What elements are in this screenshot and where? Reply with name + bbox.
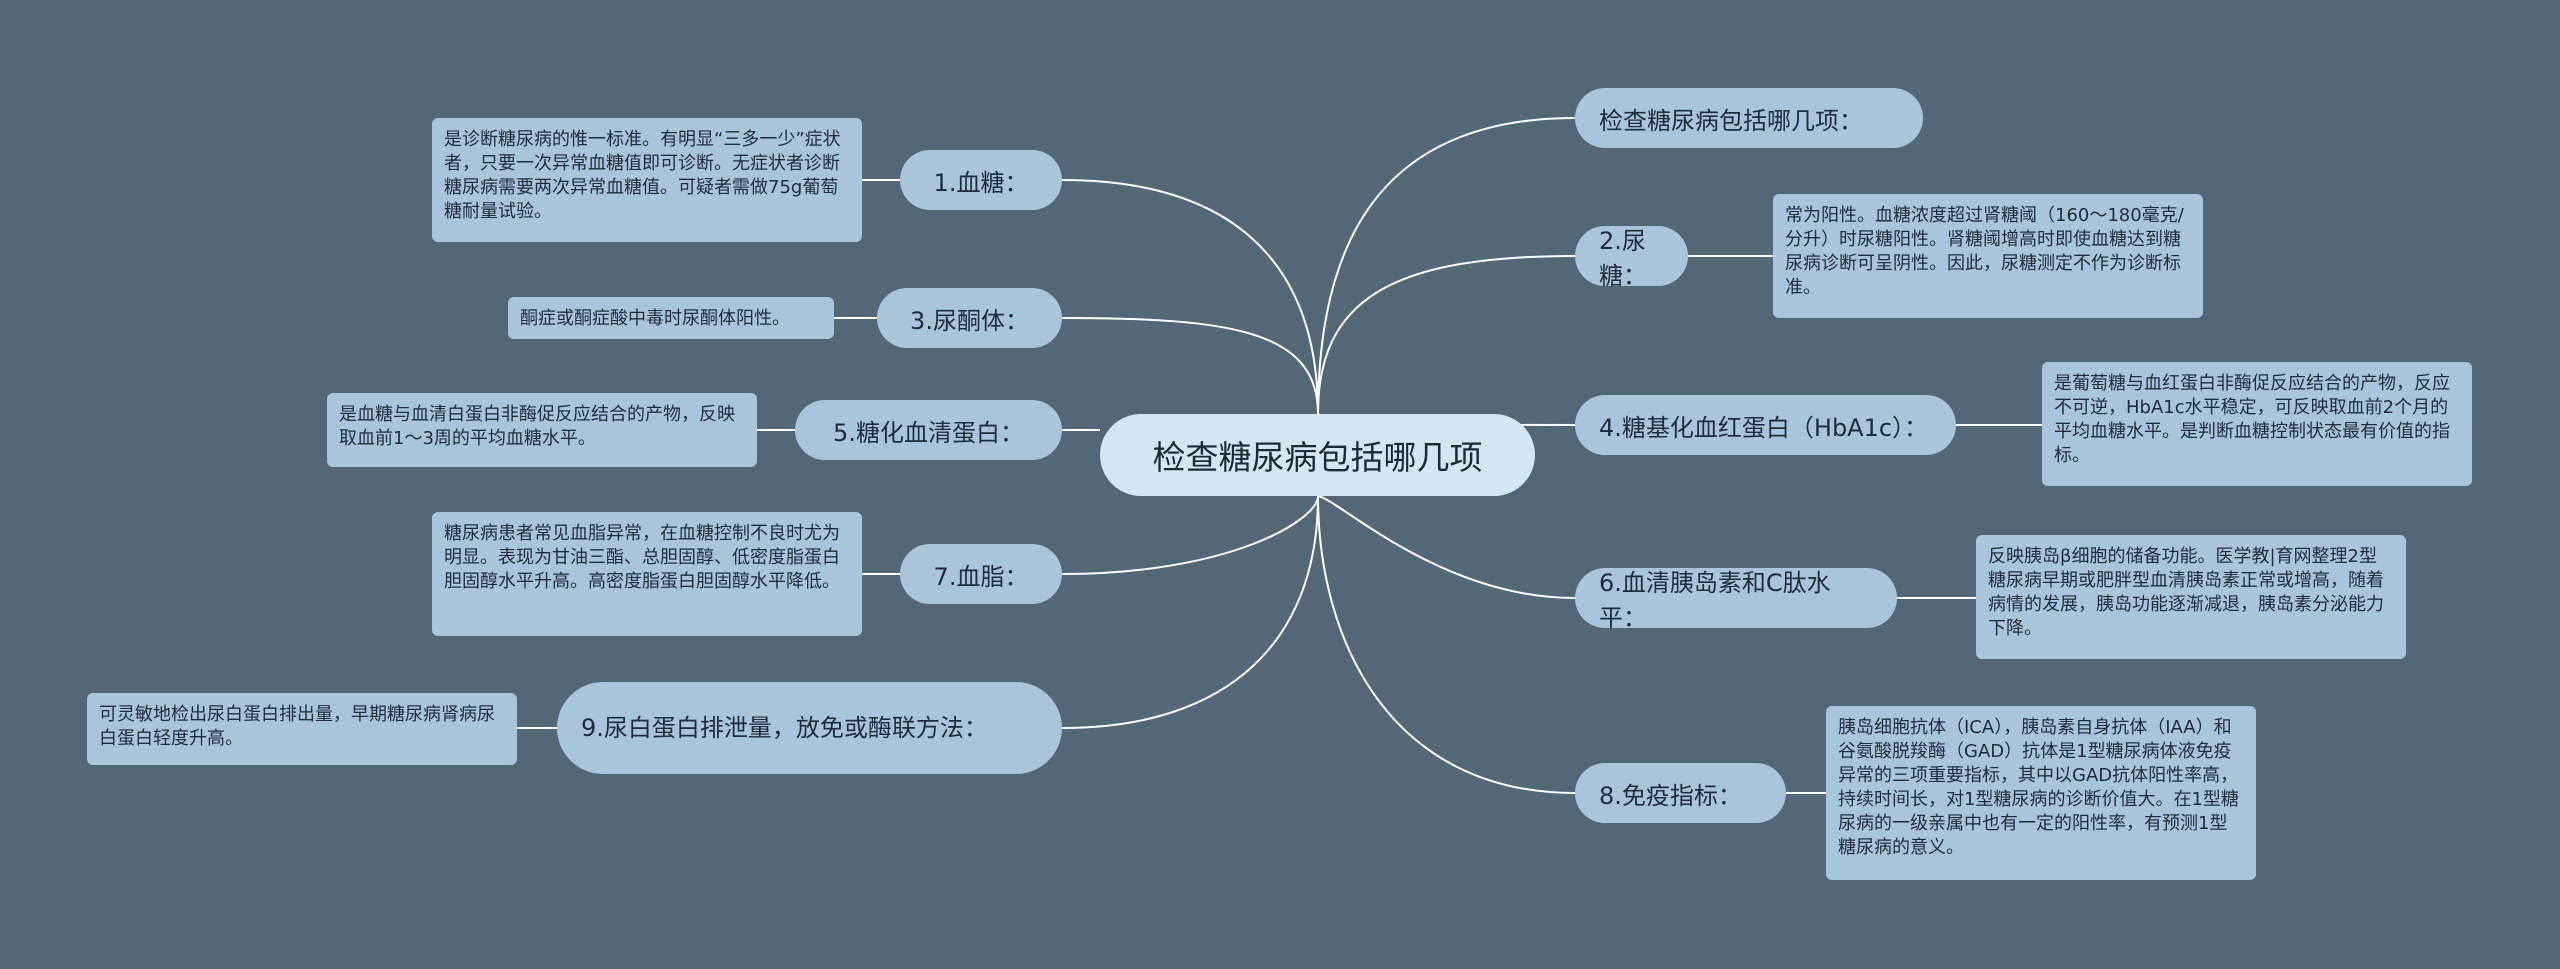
central-topic-label: 检查糖尿病包括哪几项 [1152,438,1483,477]
branch-immune-label: 8.免疫指标： [1599,781,1742,810]
note-glycated-serum-protein-text: 是血糖与血清白蛋白非酶促反应结合的产物，反映取血前1～3周的平均血糖水平。 [339,404,735,449]
branch-urine-albumin-label: 9.尿白蛋白排泄量，放免或酶联方法： [581,714,988,742]
branch-hba1c[interactable]: 4.糖基化血红蛋白（HbA1c）： [1575,395,1956,455]
branch-urine-sugar-label: 2.尿糖： [1599,227,1647,290]
branch-blood-lipid[interactable]: 7.血脂： [900,544,1062,604]
branch-urine-ketone[interactable]: 3.尿酮体： [877,288,1062,348]
branch-urine-albumin[interactable]: 9.尿白蛋白排泄量，放免或酶联方法： [557,682,1062,774]
link-center-b2 [1317,255,1576,415]
branch-blood-lipid-label: 7.血脂： [933,562,1029,591]
note-glycated-serum-protein[interactable]: 是血糖与血清白蛋白非酶促反应结合的产物，反映取血前1～3周的平均血糖水平。 [327,393,757,467]
branch-blood-sugar-label: 1.血糖： [933,168,1029,197]
note-blood-sugar-text: 是诊断糖尿病的惟一标准。有明显“三多一少”症状者，只要一次异常血糖值即可诊断。无… [444,129,841,222]
branch-immune[interactable]: 8.免疫指标： [1575,763,1786,823]
link-center-b7 [1061,495,1319,575]
branch-insulin-cpeptide[interactable]: 6.血清胰岛素和C肽水平： [1575,568,1897,632]
note-urine-sugar-text: 常为阳性。血糖浓度超过肾糖阈（160～180毫克/分升）时尿糖阳性。肾糖阈增高时… [1785,205,2184,298]
branch-urine-sugar[interactable]: 2.尿糖： [1575,226,1688,290]
note-insulin-cpeptide[interactable]: 反映胰岛β细胞的储备功能。医学教|育网整理2型糖尿病早期或肥胖型血清胰岛素正常或… [1976,535,2406,659]
note-insulin-cpeptide-text: 反映胰岛β细胞的储备功能。医学教|育网整理2型糖尿病早期或肥胖型血清胰岛素正常或… [1988,546,2384,639]
branch-hba1c-label: 4.糖基化血红蛋白（HbA1c）： [1599,413,1929,442]
link-center-b8 [1317,495,1576,794]
branch-urine-ketone-label: 3.尿酮体： [910,306,1029,335]
note-urine-ketone[interactable]: 酮症或酮症酸中毒时尿酮体阳性。 [508,297,834,339]
branch-insulin-cpeptide-label: 6.血清胰岛素和C肽水平： [1599,569,1831,632]
note-urine-ketone-text: 酮症或酮症酸中毒时尿酮体阳性。 [520,308,790,329]
note-blood-lipid[interactable]: 糖尿病患者常见血脂异常，在血糖控制不良时尤为明显。表现为甘油三酯、总胆固醇、低密… [432,512,862,636]
note-urine-sugar[interactable]: 常为阳性。血糖浓度超过肾糖阈（160～180毫克/分升）时尿糖阳性。肾糖阈增高时… [1773,194,2203,318]
link-center-b3 [1061,317,1319,415]
note-urine-albumin[interactable]: 可灵敏地检出尿白蛋白排出量，早期糖尿病肾病尿白蛋白轻度升高。 [87,693,517,765]
link-center-b1 [1061,179,1319,415]
note-hba1c[interactable]: 是葡萄糖与血红蛋白非酶促反应结合的产物，反应不可逆，HbA1c水平稳定，可反映取… [2042,362,2472,486]
branch-title-label: 检查糖尿病包括哪几项： [1599,106,1863,135]
link-center-title [1317,117,1576,415]
note-urine-albumin-text: 可灵敏地检出尿白蛋白排出量，早期糖尿病肾病尿白蛋白轻度升高。 [99,704,495,749]
central-topic[interactable]: 检查糖尿病包括哪几项 [1100,414,1535,496]
branch-blood-sugar[interactable]: 1.血糖： [900,150,1062,210]
note-immune-text: 胰岛细胞抗体（ICA），胰岛素自身抗体（IAA）和谷氨酸脱羧酶（GAD）抗体是1… [1838,717,2239,858]
note-blood-lipid-text: 糖尿病患者常见血脂异常，在血糖控制不良时尤为明显。表现为甘油三酯、总胆固醇、低密… [444,523,840,592]
link-center-b6 [1317,495,1576,599]
link-center-b9 [1061,495,1319,729]
note-blood-sugar[interactable]: 是诊断糖尿病的惟一标准。有明显“三多一少”症状者，只要一次异常血糖值即可诊断。无… [432,118,862,242]
branch-glycated-serum-protein[interactable]: 5.糖化血清蛋白： [795,400,1062,460]
branch-title[interactable]: 检查糖尿病包括哪几项： [1575,88,1923,148]
note-immune[interactable]: 胰岛细胞抗体（ICA），胰岛素自身抗体（IAA）和谷氨酸脱羧酶（GAD）抗体是1… [1826,706,2256,880]
note-hba1c-text: 是葡萄糖与血红蛋白非酶促反应结合的产物，反应不可逆，HbA1c水平稳定，可反映取… [2054,373,2450,466]
branch-glycated-serum-protein-label: 5.糖化血清蛋白： [833,418,1024,447]
